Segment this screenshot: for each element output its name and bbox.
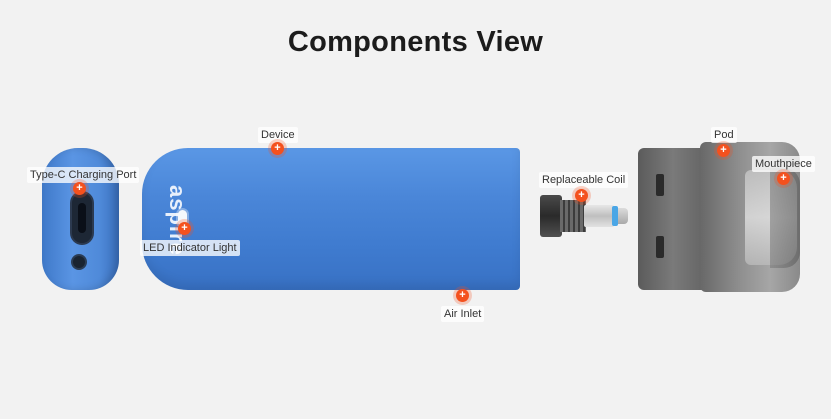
page-title: Components View [287, 26, 544, 58]
pod-base [638, 148, 708, 290]
coil-tube [584, 205, 614, 227]
coil-tip [618, 208, 628, 224]
pod-slot [656, 174, 664, 196]
coil-o-ring [612, 206, 618, 226]
device-body [142, 148, 520, 290]
hotspot-device[interactable]: + [271, 142, 284, 155]
hotspot-replaceable-coil[interactable]: + [575, 189, 588, 202]
label-type-c-port: Type-C Charging Port [27, 167, 140, 183]
pod-slot [656, 236, 664, 258]
hotspot-type-c-port[interactable]: + [73, 182, 86, 195]
label-device: Device [258, 127, 298, 143]
label-replaceable-coil: Replaceable Coil [539, 172, 629, 188]
hotspot-led[interactable]: + [178, 222, 191, 235]
led-indicator-icon [178, 210, 187, 226]
coil-thread [560, 200, 586, 232]
hotspot-air-inlet[interactable]: + [456, 289, 469, 302]
hotspot-pod[interactable]: + [717, 144, 730, 157]
label-mouthpiece: Mouthpiece [752, 156, 815, 172]
type-c-port-inner [78, 203, 86, 233]
label-air-inlet: Air Inlet [441, 306, 485, 322]
hotspot-mouthpiece[interactable]: + [777, 172, 790, 185]
bottom-hole-icon [73, 256, 85, 268]
label-led: LED Indicator Light [140, 240, 240, 256]
coil-base [540, 195, 562, 237]
label-pod: Pod [711, 127, 737, 143]
